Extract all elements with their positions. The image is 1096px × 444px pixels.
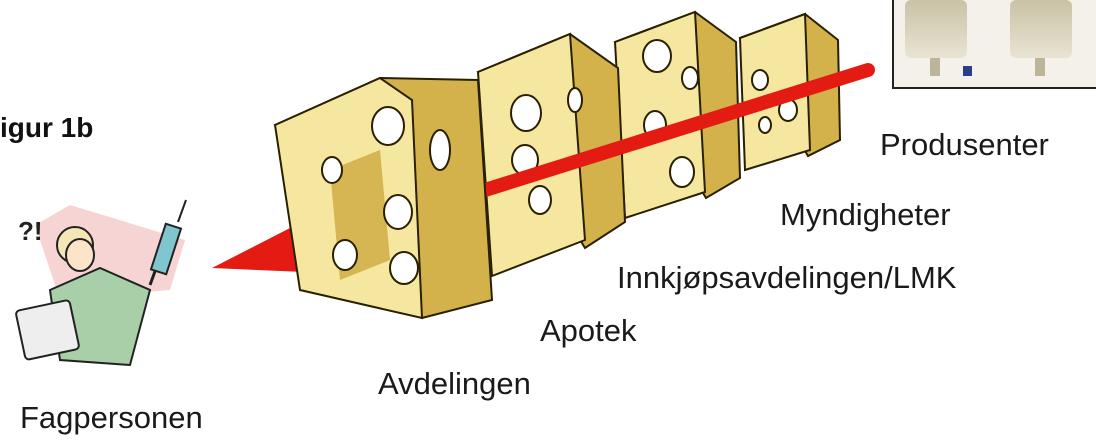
nurse-with-syringe-icon: ?! bbox=[15, 200, 186, 365]
figure-title: igur 1b bbox=[0, 112, 93, 144]
label-apotek: Apotek bbox=[540, 313, 637, 349]
cheese-slice-apotek bbox=[275, 78, 492, 318]
label-produsenter: Produsenter bbox=[880, 127, 1049, 163]
label-avdelingen: Avdelingen bbox=[378, 366, 531, 402]
label-innkjop: Innkjøpsavdelingen/LMK bbox=[617, 260, 956, 296]
label-myndigheter: Myndigheter bbox=[780, 197, 951, 233]
infusion-bags-photo bbox=[893, 0, 1096, 88]
svg-text:?!: ?! bbox=[18, 216, 43, 246]
label-fagpersonen: Fagpersonen bbox=[20, 400, 203, 436]
